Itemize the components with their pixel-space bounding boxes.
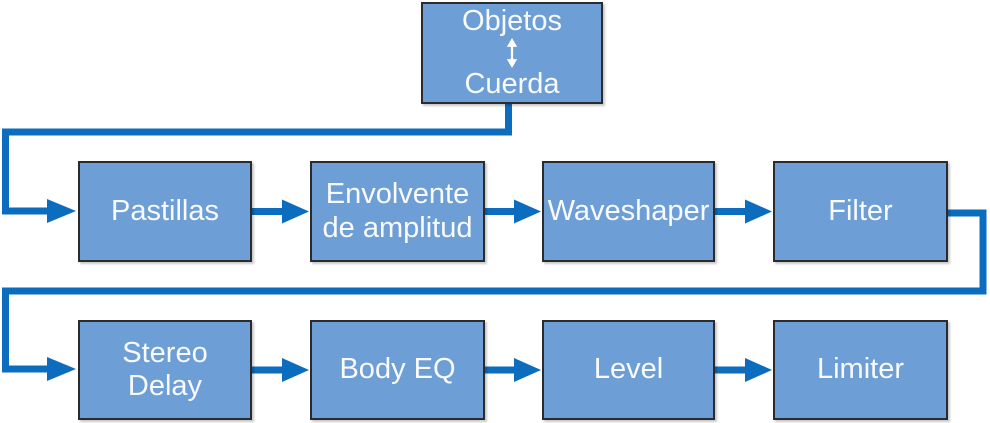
flow-arrowhead (514, 199, 541, 224)
node-label: Stereo Delay (122, 336, 208, 402)
node-level: Level (542, 320, 715, 420)
node-label-cuerda: Cuerda (464, 68, 560, 101)
flow-arrowhead (282, 358, 309, 382)
node-waveshaper: Waveshaper (542, 161, 715, 262)
double-vertical-arrow-icon (506, 38, 518, 69)
node-label: Limiter (816, 353, 904, 386)
node-filter: Filter (773, 161, 948, 262)
node-limiter: Limiter (773, 320, 948, 420)
flow-arrowhead (47, 357, 76, 381)
node-label: Filter (828, 194, 893, 227)
node-label: Level (593, 353, 664, 386)
flow-arrowhead (745, 358, 772, 382)
node-label-objetos: Objetos (462, 5, 562, 37)
connector-line-source-to-row1 (2, 104, 512, 215)
node-label: Body EQ (339, 353, 456, 386)
node-pastillas: Pastillas (78, 161, 252, 262)
flow-arrowhead (47, 199, 76, 223)
node-objetos-cuerda: Objetos Cuerda (421, 2, 603, 104)
node-label: Envolvente de amplitud (322, 178, 473, 244)
flow-arrowhead (282, 199, 309, 224)
node-stereo-delay: Stereo Delay (78, 320, 252, 420)
connector-line-row1-to-row2 (2, 209, 987, 373)
flow-arrowhead (745, 199, 772, 224)
node-label: Pastillas (111, 194, 219, 227)
node-label: Waveshaper (547, 194, 710, 227)
flow-arrowhead (514, 358, 541, 382)
node-body-eq: Body EQ (310, 320, 485, 420)
node-envolvente-de-amplitud: Envolvente de amplitud (310, 161, 485, 262)
